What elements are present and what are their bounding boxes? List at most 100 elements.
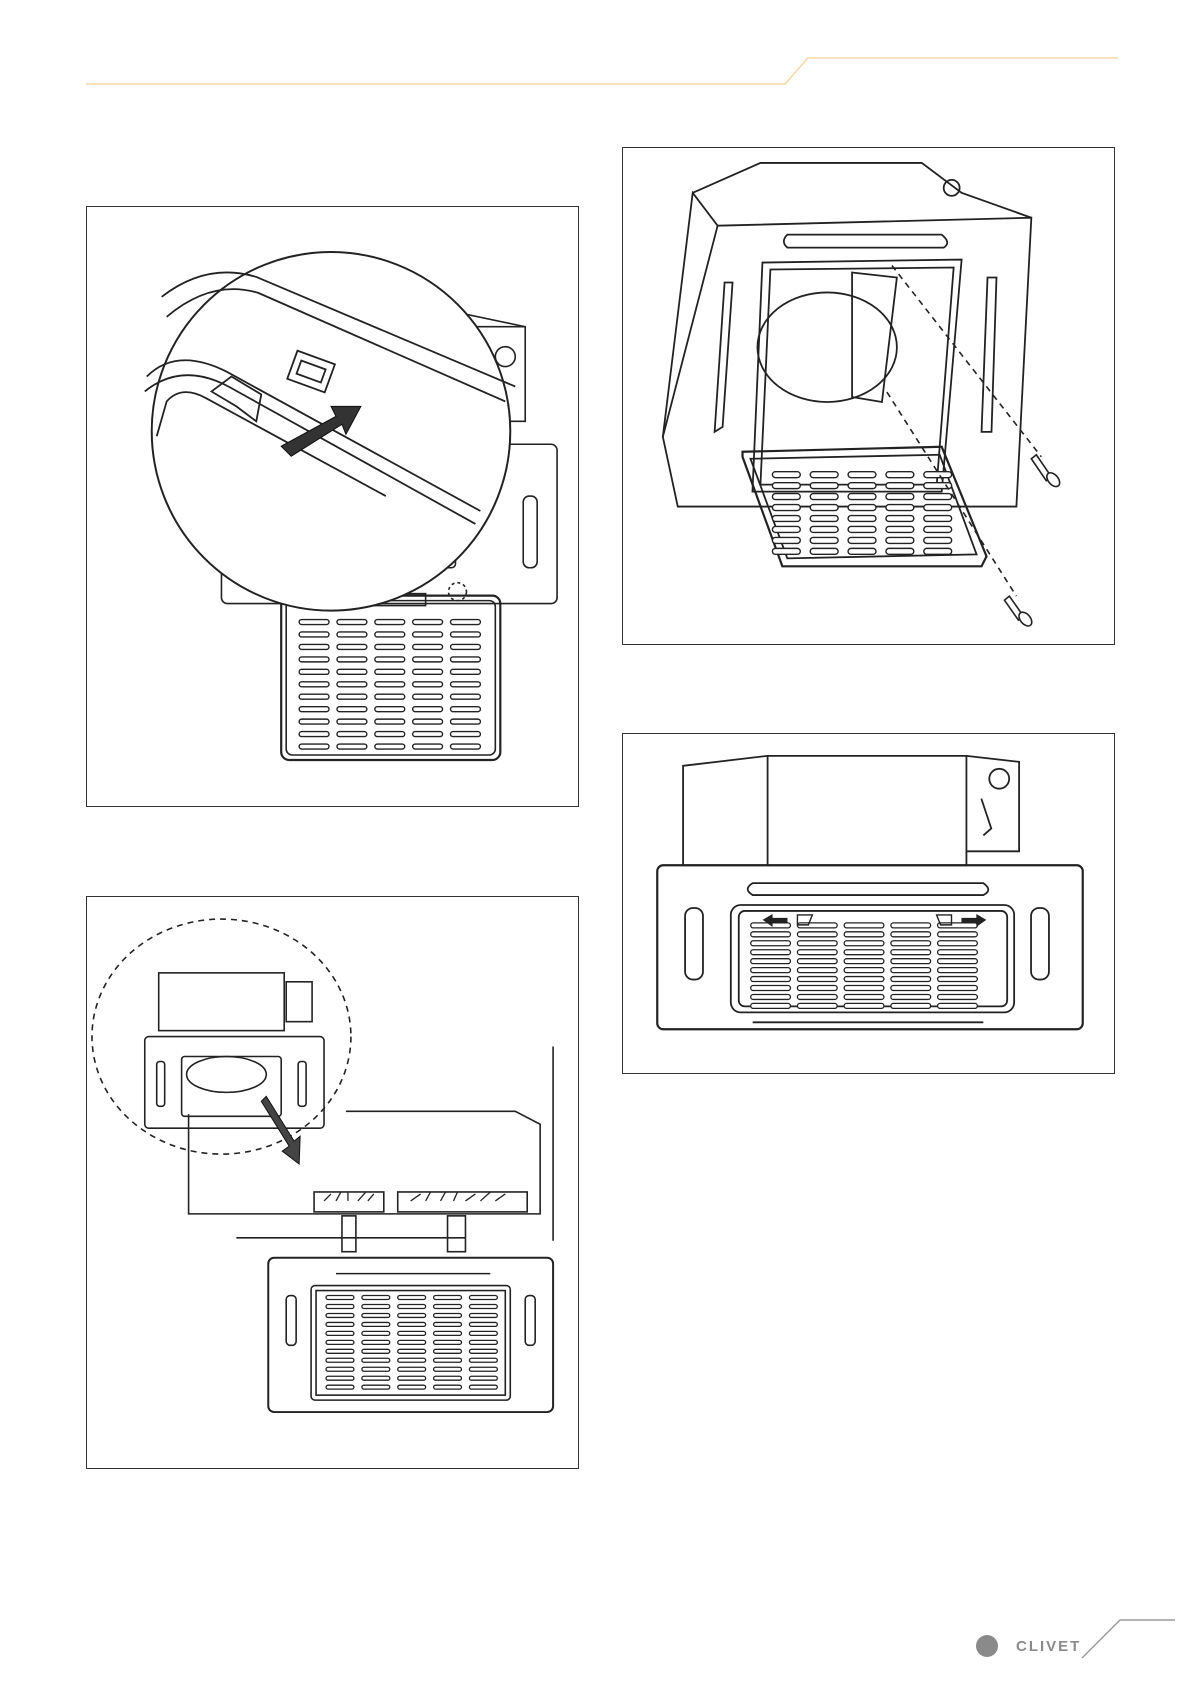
grille-slot — [299, 632, 329, 637]
grille-slot — [299, 644, 329, 649]
grille-slot — [810, 548, 838, 554]
grille-slot — [844, 941, 884, 946]
grille-slot — [362, 1296, 390, 1300]
footer-rule — [1080, 1610, 1190, 1660]
grille-slot — [924, 505, 952, 511]
grille-slot — [398, 1296, 426, 1300]
grille-slot — [886, 483, 914, 489]
grille-slot — [337, 732, 367, 737]
grille-slot — [434, 1313, 462, 1317]
grille-slot — [398, 1385, 426, 1389]
grille-slot — [891, 968, 931, 973]
grille-slot — [337, 644, 367, 649]
grille-slot — [398, 1313, 426, 1317]
grille-slot — [938, 959, 978, 964]
grille-slot — [772, 526, 800, 532]
grille-slot — [337, 620, 367, 625]
grille-slot — [772, 516, 800, 522]
grille-slot — [469, 1358, 497, 1362]
grille-slot — [362, 1385, 390, 1389]
grille-slot — [375, 719, 405, 724]
grille-slot — [844, 1003, 884, 1008]
grille-slot — [337, 669, 367, 674]
grille-slot — [797, 959, 837, 964]
grille-slot — [451, 620, 481, 625]
grille-slot — [924, 516, 952, 522]
grille-slot — [938, 977, 978, 982]
grille-slot — [844, 932, 884, 937]
grille-slot — [337, 682, 367, 687]
grille-slot — [398, 1322, 426, 1326]
grille-slot — [797, 994, 837, 999]
grille-slot — [924, 472, 952, 478]
grille-slot — [413, 732, 443, 737]
grille-slot — [326, 1349, 354, 1353]
grille-slot — [469, 1376, 497, 1380]
figure-screw-removal — [622, 147, 1115, 645]
grille-slot — [891, 977, 931, 982]
grille-slot — [451, 632, 481, 637]
grille-slot — [797, 977, 837, 982]
grille-slot — [848, 526, 876, 532]
grille-slot — [413, 694, 443, 699]
grille-slot — [326, 1296, 354, 1300]
grille-slot — [810, 494, 838, 500]
grille-slot — [797, 932, 837, 937]
grille-slot — [886, 472, 914, 478]
grille-slot — [362, 1376, 390, 1380]
grille-slot — [337, 632, 367, 637]
grille-slot — [469, 1385, 497, 1389]
grille-slot — [810, 537, 838, 543]
grille-slot — [469, 1340, 497, 1344]
grille-slot — [772, 505, 800, 511]
grille-slot — [891, 932, 931, 937]
grille-slot — [751, 994, 791, 999]
grille-slot — [451, 707, 481, 712]
grille-slot — [451, 669, 481, 674]
wiring-illustration — [87, 897, 578, 1468]
grille-slot — [362, 1349, 390, 1353]
grille-slot — [844, 968, 884, 973]
grille-slot — [299, 744, 329, 749]
grille-slot — [938, 932, 978, 937]
screw-icon — [1004, 455, 1062, 629]
grille-slot — [413, 657, 443, 662]
grille-slot — [938, 994, 978, 999]
grille-slot — [398, 1367, 426, 1371]
grille-slot — [434, 1340, 462, 1344]
figure-filter-clip — [86, 206, 579, 807]
grille-slot — [398, 1305, 426, 1309]
grille-slot — [375, 669, 405, 674]
grille-slot — [848, 516, 876, 522]
grille-slot — [434, 1367, 462, 1371]
grille-slot — [398, 1376, 426, 1380]
grille-slot — [413, 707, 443, 712]
grille-slot — [413, 682, 443, 687]
grille-slot — [772, 537, 800, 543]
grille-slot — [751, 932, 791, 937]
grille-slot — [848, 472, 876, 478]
grille-slot — [891, 994, 931, 999]
grille-slot — [938, 968, 978, 973]
grille-slot — [469, 1305, 497, 1309]
grille-slot — [434, 1376, 462, 1380]
grille-slot — [398, 1349, 426, 1353]
grille-slot — [398, 1358, 426, 1362]
grille-slot — [810, 526, 838, 532]
filter-clip-illustration — [87, 207, 578, 806]
grille-slot — [362, 1305, 390, 1309]
grille-slot — [326, 1313, 354, 1317]
grille-slot — [398, 1340, 426, 1344]
grille-slot — [751, 1003, 791, 1008]
grille-slot — [938, 941, 978, 946]
grille-slot — [751, 959, 791, 964]
grille-slot — [810, 472, 838, 478]
grille-slot — [326, 1331, 354, 1335]
grille-slot — [891, 986, 931, 991]
grille-slot — [938, 986, 978, 991]
grille-slot — [469, 1367, 497, 1371]
grille-slot — [434, 1385, 462, 1389]
grille-slot — [844, 977, 884, 982]
grille-slot — [844, 986, 884, 991]
grille-slot — [797, 950, 837, 955]
